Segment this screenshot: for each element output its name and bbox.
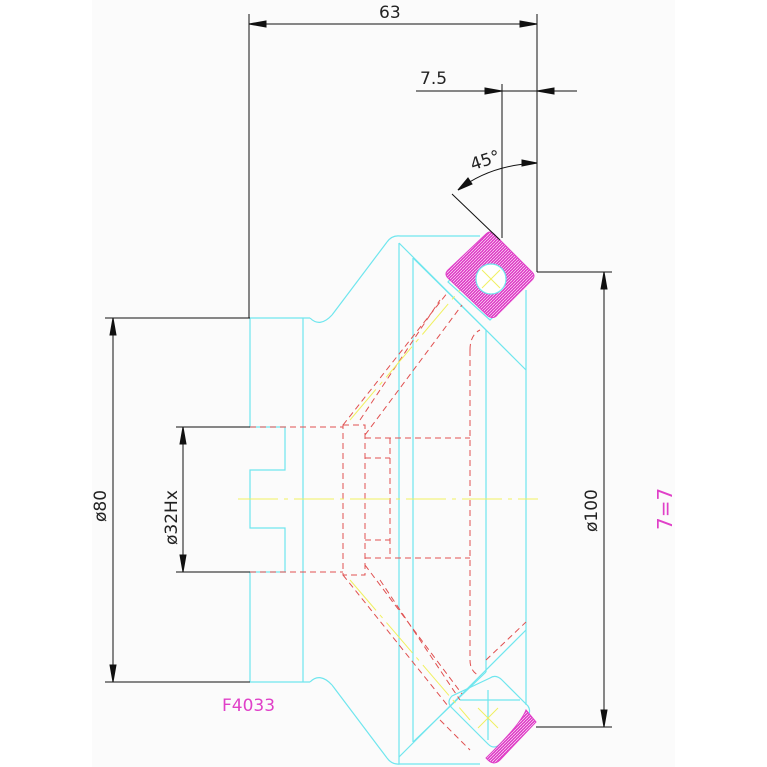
dimension-offset: [416, 84, 577, 238]
part-outline: [249, 235, 531, 765]
part-number-label: F4033: [222, 696, 275, 716]
dimension-bore-diameter: [176, 426, 250, 573]
hidden-lines: [250, 291, 527, 751]
dim-bore-diameter-text: ø32Hx: [162, 490, 182, 545]
dim-body-diameter-text: ø80: [91, 490, 111, 522]
dim-outer-diameter-text: ø100: [582, 489, 602, 532]
sheet-background: [92, 0, 675, 767]
dimension-overall-width: [248, 14, 538, 318]
dim-overall-width-text: 63: [379, 3, 401, 23]
side-note-label: 7=7: [653, 488, 677, 530]
dimension-body-diameter: [105, 317, 250, 683]
section-hatch-lower: [477, 707, 537, 764]
dimension-angle: [451, 159, 538, 241]
dimension-outer-diameter: [536, 271, 612, 728]
center-lines: [238, 289, 538, 721]
section-hatch-upper: [445, 231, 535, 319]
dim-offset-text: 7.5: [420, 69, 447, 89]
